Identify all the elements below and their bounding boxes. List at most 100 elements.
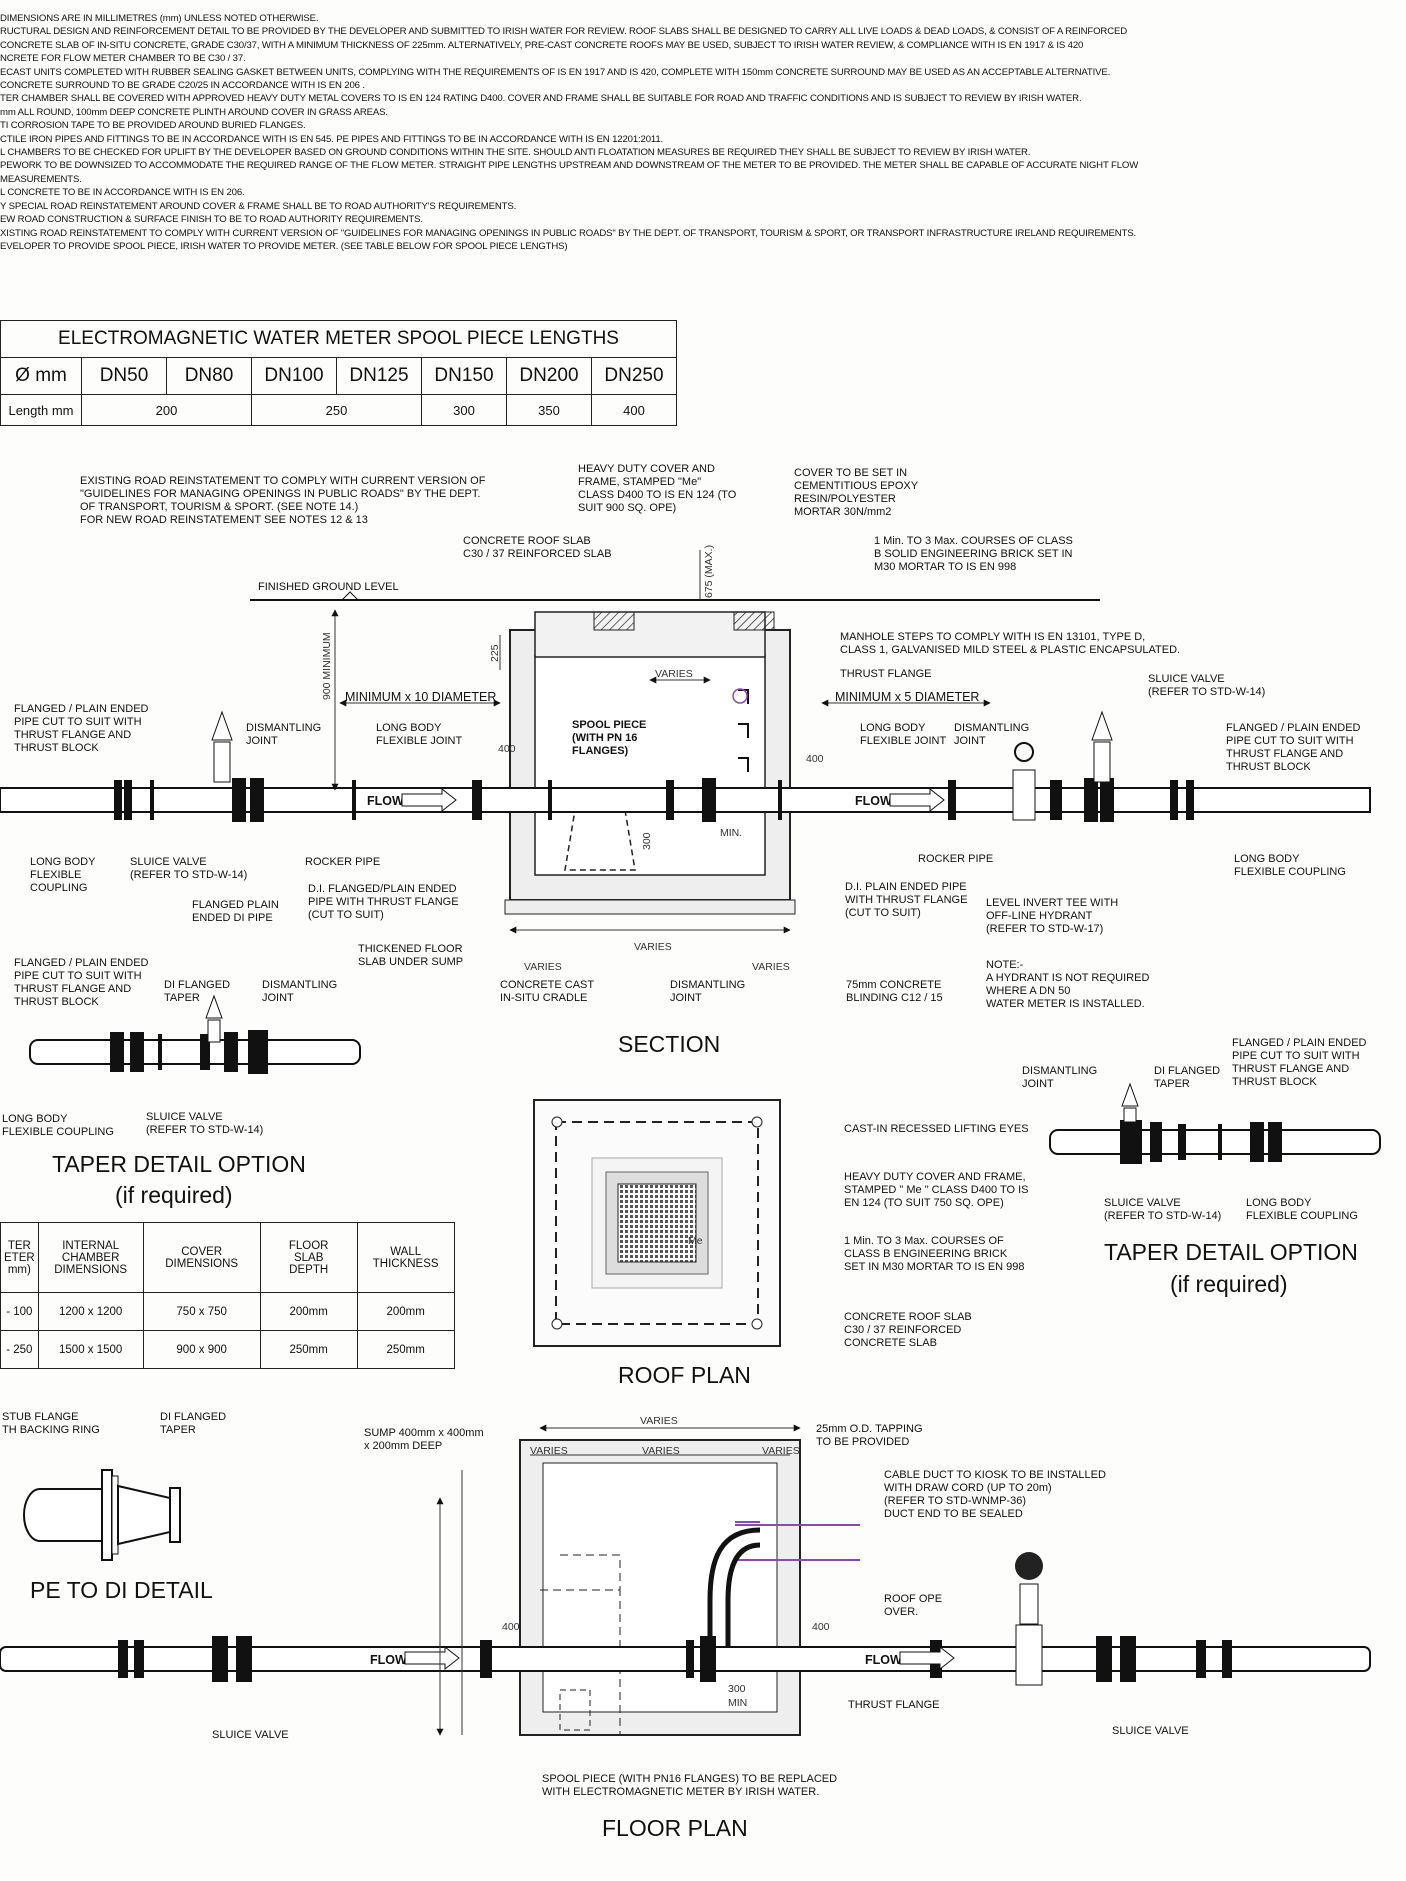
rocker-pipe-label: ROCKER PIPE (305, 856, 380, 868)
note-line: XISTING ROAD REINSTATEMENT TO COMPLY WIT… (0, 227, 1137, 239)
taper-left-flanged-label: FLANGED / PLAIN ENDED (14, 957, 149, 969)
heavy-duty-cover-label: HEAVY DUTY COVER AND (578, 463, 715, 475)
dim-300: 300 (641, 832, 653, 850)
note-line: DIMENSIONS ARE IN MILLIMETRES (mm) UNLES… (0, 13, 319, 24)
roof-slab-label-2: CONCRETE SLAB (844, 1337, 937, 1349)
pe-taper-label: TAPER (160, 1424, 196, 1436)
fp-thrust-flange-label: THRUST FLANGE (848, 1699, 939, 1711)
dismantling-joint-label-2: DISMANTLING (954, 722, 1029, 734)
pe-stub-label: TH BACKING RING (2, 1424, 100, 1436)
taper-right-long-body-label: LONG BODY (1246, 1197, 1312, 1209)
taper-right-long-body-label: FLEXIBLE COUPLING (1246, 1210, 1358, 1222)
note-line: CONCRETE SURROUND TO BE GRADE C20/25 IN … (0, 80, 365, 92)
roof-slab-label: CONCRETE ROOF SLAB (463, 535, 591, 547)
note-line: PEWORK TO BE DOWNSIZED TO ACCOMMODATE TH… (0, 160, 1139, 172)
chamber-table-cell: - 100 (0, 1292, 39, 1331)
pe-to-di-title: PE TO DI DETAIL (30, 1577, 213, 1603)
chamber-table-cell: 250mm (259, 1330, 358, 1369)
roof-plan: Me (533, 1099, 781, 1347)
thickened-floor-label: THICKENED FLOOR (358, 943, 463, 955)
thickened-floor-label: SLAB UNDER SUMP (358, 956, 463, 968)
spool-length-table: ELECTROMAGNETIC WATER METER SPOOL PIECE … (0, 320, 677, 426)
taper-left-dismantling-label: JOINT (262, 992, 294, 1004)
spool-size-header: DN125 (336, 357, 422, 395)
taper-right-title: TAPER DETAIL OPTION (1104, 1239, 1358, 1265)
level-invert-tee-label: LEVEL INVERT TEE WITH (986, 897, 1118, 909)
floor-plan: FLOW FLOW (0, 1424, 1371, 1736)
concrete-cradle-label: IN-SITU CRADLE (500, 992, 587, 1004)
heavy-duty-cover-label: SUIT 900 SQ. OPE) (578, 502, 676, 514)
flanged-right-label: FLANGED / PLAIN ENDED (1226, 722, 1361, 734)
heavy-duty-cover-label: CLASS D400 TO IS EN 124 (TO (578, 489, 737, 501)
di-plain-pipe-label: D.I. PLAIN ENDED PIPE (845, 881, 967, 893)
di-flanged-pipe-label: D.I. FLANGED/PLAIN ENDED (308, 883, 457, 895)
min-10-diameter: MINIMUM x 10 DIAMETER (345, 690, 496, 704)
manhole-steps-label: CLASS 1, GALVANISED MILD STEEL & PLASTIC… (840, 644, 1180, 656)
taper-left-title: TAPER DETAIL OPTION (52, 1151, 306, 1177)
sluice-valve-left-label: (REFER TO STD-W-14) (130, 869, 247, 881)
note-line: Y SPECIAL ROAD REINSTATEMENT AROUND COVE… (0, 200, 517, 212)
long-body-flex-label-2: LONG BODY (860, 722, 926, 734)
chamber-table-cell: 1500 x 1500 (37, 1330, 144, 1369)
spool-size-header: DN200 (506, 357, 592, 395)
taper-right-flanged-label: FLANGED / PLAIN ENDED (1232, 1037, 1367, 1049)
fp-varies-4: VARIES (762, 1445, 800, 1457)
min-900-dim: 900 MINIMUM (321, 632, 333, 700)
hydrant-note: WATER METER IS INSTALLED. (986, 998, 1145, 1010)
section-flow-label-2: FLOW (855, 794, 892, 808)
spool-piece-label: (WITH PN 16 (572, 732, 637, 744)
fp-sluice-left-label: SLUICE VALVE (212, 1729, 289, 1741)
fp-dim-400: 400 (502, 1621, 520, 1633)
taper-left-di-label: TAPER (164, 992, 200, 1004)
fp-varies-3: VARIES (642, 1445, 680, 1457)
roof-cover-label: HEAVY DUTY COVER AND FRAME, (844, 1171, 1026, 1183)
long-body-coupling-right: FLEXIBLE COUPLING (1234, 866, 1346, 878)
chamber-table-cell: 250mm (356, 1330, 455, 1369)
spool-length-cell: 300 (421, 394, 507, 426)
sluice-valve-right-label: SLUICE VALVE (1148, 673, 1225, 685)
tapping-label: TO BE PROVIDED (816, 1436, 909, 1448)
flanged-left-label: FLANGED / PLAIN ENDED (14, 703, 149, 715)
cable-duct-label: CABLE DUCT TO KIOSK TO BE INSTALLED (884, 1469, 1106, 1481)
taper-left-long-body-label: FLEXIBLE COUPLING (2, 1126, 114, 1138)
level-invert-tee-label: OFF-LINE HYDRANT (986, 910, 1093, 922)
spool-piece-label: SPOOL PIECE (572, 719, 646, 731)
spool-piece-label: FLANGES) (572, 745, 629, 757)
flanged-left-label: PIPE CUT TO SUIT WITH (14, 716, 142, 728)
cover-set-label: COVER TO BE SET IN (794, 467, 907, 479)
floor-plan-title: FLOOR PLAN (602, 1815, 748, 1841)
fp-sluice-right-label: SLUICE VALVE (1112, 1725, 1189, 1737)
roof-slab-label-2: CONCRETE ROOF SLAB (844, 1311, 972, 1323)
roof-cover-label: EN 124 (TO SUIT 750 SQ. OPE) (844, 1197, 1004, 1209)
roof-brick-label: SET IN M30 MORTAR TO IS EN 998 (844, 1261, 1025, 1273)
existing-road-note: OF TRANSPORT, TOURISM & SPORT. (SEE NOTE… (80, 501, 358, 513)
cover-set-label: RESIN/POLYESTER (794, 493, 896, 505)
brick-courses-label: B SOLID ENGINEERING BRICK SET IN (874, 548, 1073, 560)
roof-brick-label: 1 Min. TO 3 Max. COURSES OF (844, 1235, 1004, 1247)
long-body-flex-label: LONG BODY (376, 722, 442, 734)
note-line: RUCTURAL DESIGN AND REINFORCEMENT DETAIL… (0, 26, 1128, 38)
roof-cover-label: STAMPED " Me " CLASS D400 TO IS (844, 1184, 1028, 1196)
taper-left-di-label: DI FLANGED (164, 979, 230, 991)
note-line: MEASUREMENTS. (0, 173, 82, 185)
rocker-pipe-label-2: ROCKER PIPE (918, 853, 993, 865)
roof-brick-label: CLASS B ENGINEERING BRICK (844, 1248, 1008, 1260)
di-plain-pipe-label: (CUT TO SUIT) (845, 907, 921, 919)
sluice-valve-right-label: (REFER TO STD-W-14) (1148, 686, 1265, 698)
fp-dim-300: 300 (728, 1683, 746, 1695)
note-line: NCRETE FOR FLOW METER CHAMBER TO BE C30 … (0, 53, 246, 65)
roof-plan-title: ROOF PLAN (618, 1362, 751, 1388)
spool-length-cell: 350 (506, 394, 592, 426)
roof-me-stamp: Me (688, 1235, 703, 1247)
floor-flow-label: FLOW (370, 1653, 407, 1667)
sump-label: SUMP 400mm x 400mm (364, 1427, 484, 1439)
note-line: EVELOPER TO PROVIDE SPOOL PIECE, IRISH W… (0, 240, 568, 252)
chamber-table-cell: 1200 x 1200 (37, 1292, 144, 1331)
spool-size-header: DN250 (591, 357, 677, 395)
flanged-right-label: PIPE CUT TO SUIT WITH (1226, 735, 1354, 747)
min-5-diameter: MINIMUM x 5 DIAMETER (835, 690, 979, 704)
di-plain-pipe-label: WITH THRUST FLANGE (845, 894, 967, 906)
dim-varies-4: VARIES (752, 961, 790, 973)
taper-right-di-label: DI FLANGED (1154, 1065, 1220, 1077)
